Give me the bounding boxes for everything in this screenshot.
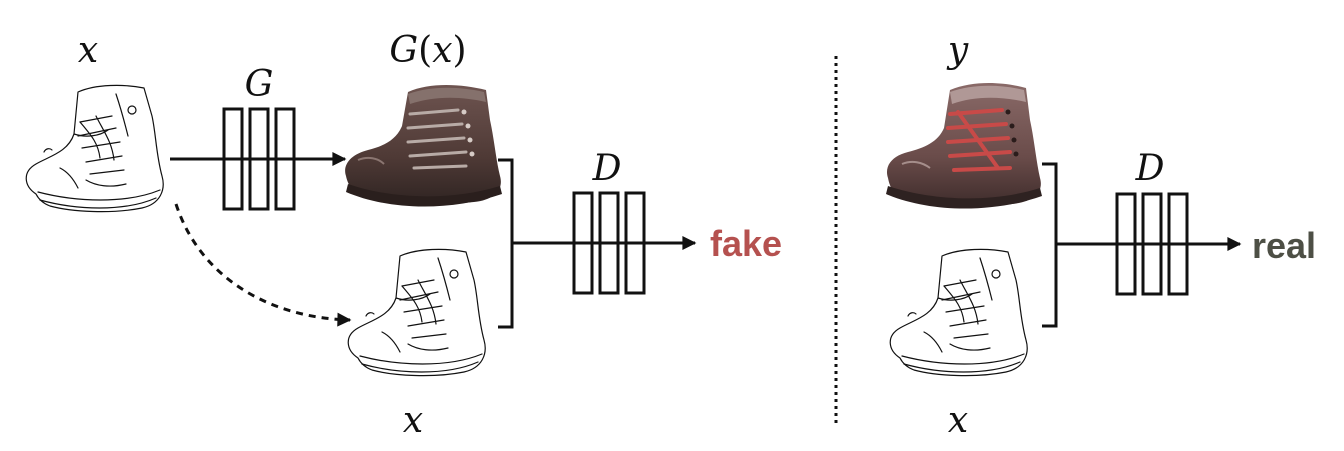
condition-shoe-sketch (347, 248, 486, 377)
right-condition-shoe-sketch (889, 248, 1028, 377)
right-panel: y x D real (884, 30, 1316, 441)
discriminator-label: D (592, 148, 622, 189)
target-label-y: y (946, 30, 969, 71)
generator-label: G (245, 64, 274, 105)
condition-label-x: x (403, 400, 423, 441)
generated-label: G(x) (389, 30, 466, 71)
condition-dashed-arrow (174, 203, 352, 327)
verdict-fake: fake (710, 223, 782, 264)
generated-shoe-photo (343, 83, 504, 209)
input-label-x: x (78, 30, 98, 71)
left-panel: x G G(x) x D fake (25, 30, 782, 441)
input-shoe-sketch (25, 84, 164, 213)
verdict-real: real (1252, 225, 1316, 266)
real-shoe-photo (884, 81, 1044, 211)
right-discriminator-label: D (1135, 148, 1165, 189)
right-pair-bracket (1042, 162, 1058, 328)
right-condition-label-x: x (948, 400, 968, 441)
